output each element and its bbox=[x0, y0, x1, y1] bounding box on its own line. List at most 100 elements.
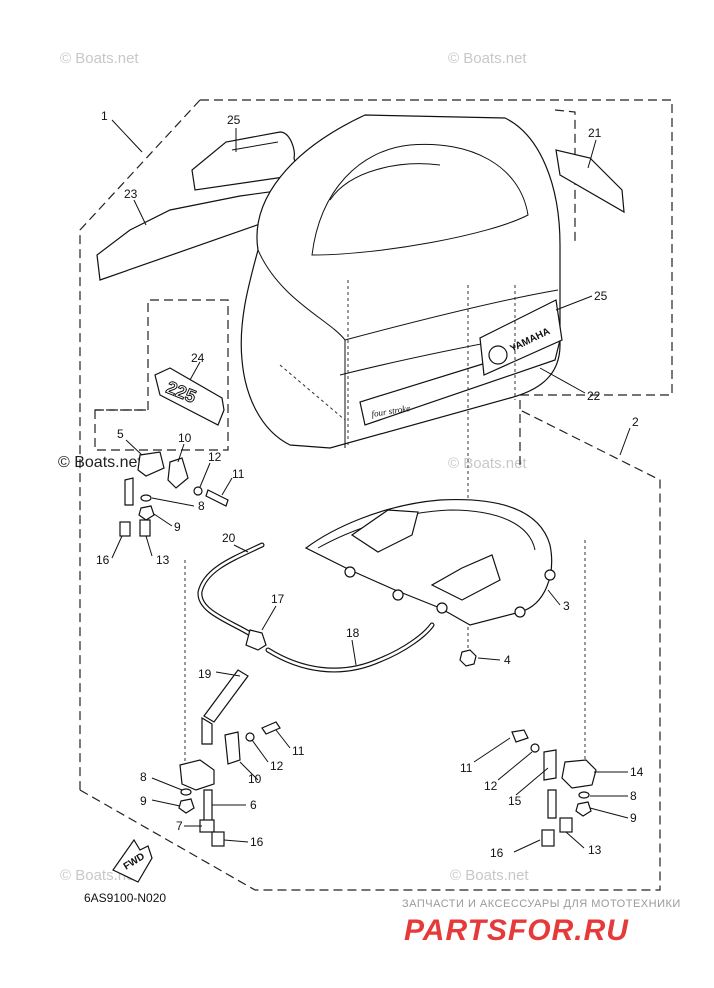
callout-9-upper: 9 bbox=[174, 520, 181, 534]
bottom-cowling-3 bbox=[304, 498, 556, 626]
bracket-14 bbox=[561, 759, 597, 789]
bottom-cowling-vent-rear bbox=[430, 554, 501, 601]
callout-16-lower: 16 bbox=[250, 835, 264, 849]
mount-tab-e bbox=[544, 569, 556, 581]
brand-header-text: ЗАПЧАСТИ И АКСЕССУАРЫ ДЛЯ МОТОТЕХНИКИ bbox=[402, 898, 681, 910]
watermark-bottom-right: © Boats.net bbox=[450, 867, 529, 884]
brand-logo-text: PARTSFOR.RU bbox=[404, 914, 629, 947]
bottom-cowling-vent-front bbox=[350, 509, 419, 553]
fwd-arrow-icon: FWD bbox=[112, 838, 153, 883]
tube-lower-right bbox=[547, 789, 557, 819]
callout-24: 24 bbox=[191, 351, 205, 365]
tube-6 bbox=[203, 789, 213, 823]
callout-4: 4 bbox=[504, 653, 511, 667]
group-boundary-upper-left bbox=[79, 99, 201, 790]
tube-upper-left bbox=[124, 477, 134, 506]
nut-9-upper bbox=[138, 505, 155, 521]
top-cowling-intake-recess bbox=[311, 143, 529, 256]
fastener-guide-diag bbox=[279, 364, 346, 421]
watermark-top-left: © Boats.net bbox=[60, 50, 139, 67]
callout-3: 3 bbox=[563, 599, 570, 613]
callout-labels: 1 25 23 21 25 24 22 2 5 10 12 11 8 9 16 … bbox=[96, 109, 644, 860]
callout-13-upper: 13 bbox=[156, 553, 170, 567]
nut-4 bbox=[459, 649, 477, 667]
callout-12-right: 12 bbox=[484, 779, 498, 793]
group-boundary-lower bbox=[79, 409, 661, 891]
grommet-13-right bbox=[559, 817, 573, 833]
callout-22: 22 bbox=[587, 389, 601, 403]
callout-11-lower: 11 bbox=[292, 744, 305, 758]
grommet-13-upper bbox=[139, 519, 151, 537]
group-boundary-decal-right bbox=[554, 109, 576, 245]
clip-7 bbox=[199, 819, 215, 833]
callout-19: 19 bbox=[198, 667, 212, 681]
bracket-10-lower bbox=[224, 731, 241, 765]
hose-19 bbox=[203, 669, 249, 723]
callout-10-upper: 10 bbox=[178, 431, 192, 445]
callout-8-upper: 8 bbox=[198, 499, 205, 513]
callout-20: 20 bbox=[222, 531, 236, 545]
hose-20 bbox=[197, 542, 265, 638]
group-boundary-upper bbox=[200, 99, 673, 468]
mount-tab-a bbox=[344, 566, 356, 578]
washer-8-lower bbox=[180, 788, 192, 796]
top-cowling-1: four stroke YAMAHA bbox=[240, 114, 563, 650]
nut-9-lower bbox=[178, 798, 195, 814]
callout-9-lower: 9 bbox=[140, 794, 147, 808]
bracket-lower-left bbox=[179, 759, 215, 791]
nut-9-right bbox=[575, 801, 592, 817]
callout-23: 23 bbox=[124, 187, 138, 201]
diagram-code: 6AS9100-N020 bbox=[84, 891, 166, 905]
mount-tab-b bbox=[392, 589, 404, 601]
joint-17 bbox=[245, 629, 267, 651]
mount-tab-d bbox=[514, 606, 526, 618]
callout-5: 5 bbox=[117, 427, 124, 441]
callout-2: 2 bbox=[632, 415, 639, 429]
top-cowling-edge-mid bbox=[344, 289, 559, 341]
washer-12-right bbox=[530, 743, 540, 753]
grommet-16-upper bbox=[119, 521, 131, 537]
callout-11-upper: 11 bbox=[232, 467, 245, 481]
yamaha-logo-emblem bbox=[488, 345, 508, 365]
bracket-assembly-lower-right bbox=[511, 729, 597, 847]
bracket-assembly-upper-left bbox=[119, 451, 229, 537]
bottom-cowling-rim bbox=[317, 509, 536, 551]
callout-15: 15 bbox=[508, 794, 522, 808]
bracket-15 bbox=[543, 749, 557, 781]
callout-17: 17 bbox=[271, 592, 285, 606]
emblem-24-225: 225 bbox=[154, 367, 225, 426]
callout-21: 21 bbox=[588, 126, 602, 140]
bottom-cowling-tray bbox=[304, 498, 553, 626]
top-cowling-edge-left bbox=[257, 249, 346, 448]
callout-8-right: 8 bbox=[630, 789, 637, 803]
grommet-16-lower bbox=[211, 831, 225, 847]
callout-11-right: 11 bbox=[460, 761, 473, 775]
callout-14: 14 bbox=[630, 765, 644, 779]
watermark-top-right: © Boats.net bbox=[448, 50, 527, 67]
callout-7: 7 bbox=[176, 819, 183, 833]
washer-12-lower bbox=[245, 732, 255, 742]
decal-25-top-stripe bbox=[231, 141, 279, 151]
decal-21-right bbox=[555, 149, 625, 214]
callout-10-lower: 10 bbox=[248, 772, 262, 786]
bracket-5-upper bbox=[137, 451, 165, 477]
callout-18: 18 bbox=[346, 626, 360, 640]
top-cowling-intake-ridge bbox=[329, 163, 441, 201]
callout-8-lower: 8 bbox=[140, 770, 147, 784]
callout-16-upper: 16 bbox=[96, 553, 110, 567]
watermark-left-dark: © Boats.net bbox=[58, 454, 142, 471]
bracket-assembly-lower-left bbox=[178, 721, 281, 847]
group-boundary-emblem bbox=[94, 299, 229, 451]
mount-tab-c bbox=[436, 602, 448, 614]
bolt-11-right bbox=[511, 729, 529, 743]
washer-12-upper bbox=[193, 486, 203, 496]
callout-12-upper: 12 bbox=[208, 450, 222, 464]
callout-16-right: 16 bbox=[490, 846, 504, 860]
emblem-24-plate bbox=[154, 367, 225, 426]
callout-25-side: 25 bbox=[594, 289, 608, 303]
callout-9-right: 9 bbox=[630, 811, 637, 825]
bolt-11-lower bbox=[261, 721, 281, 735]
leader-lines bbox=[111, 119, 631, 853]
washer-8-right bbox=[578, 791, 590, 799]
